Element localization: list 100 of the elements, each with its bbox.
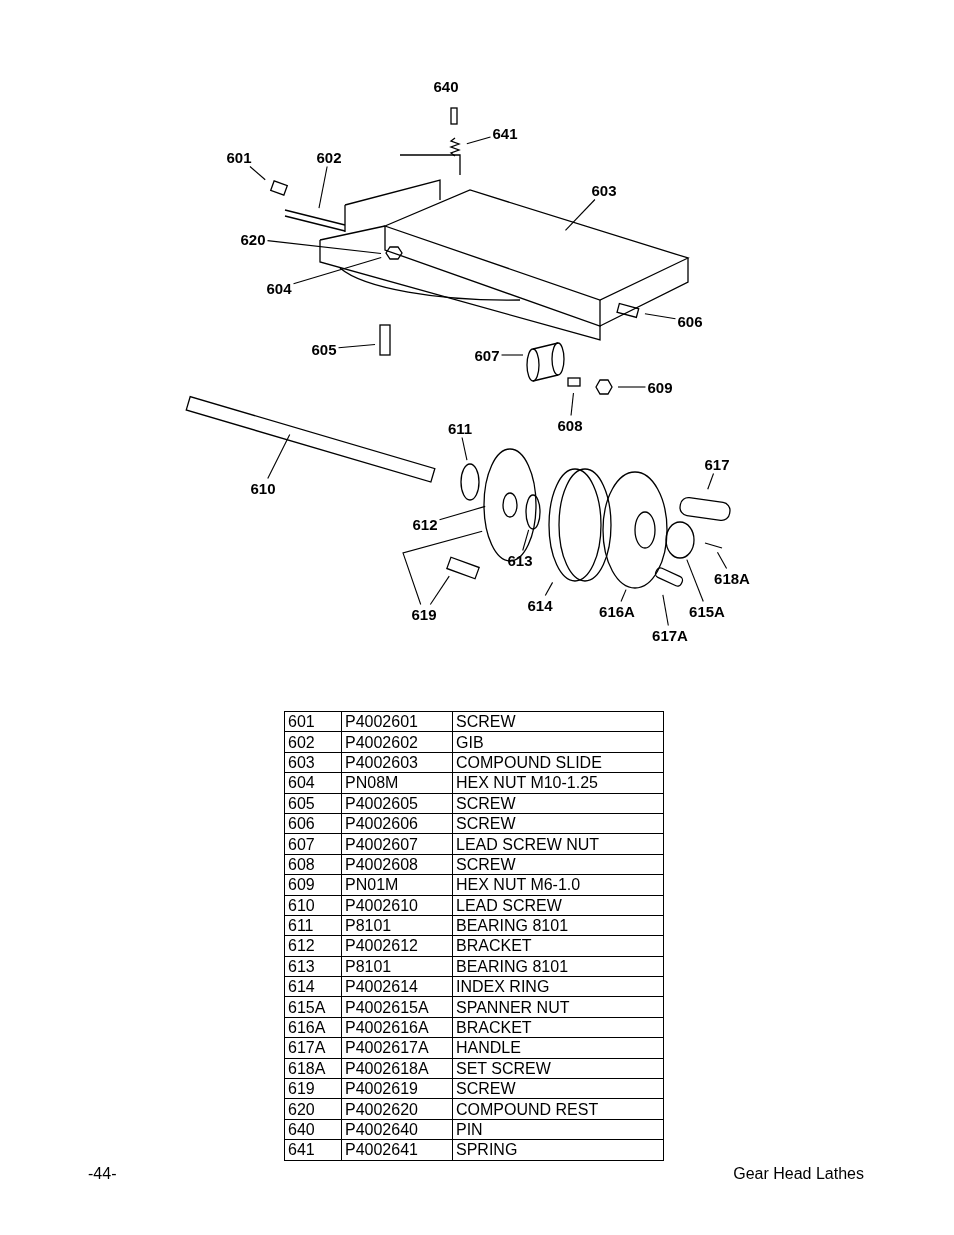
callout-number: 620: [240, 231, 266, 247]
leader-line: [292, 256, 382, 285]
part-description: LEAD SCREW NUT: [452, 833, 664, 855]
leader-line: [564, 198, 596, 231]
part-description: SPRING: [452, 1139, 664, 1161]
part-code: P4002614: [341, 976, 453, 997]
part-code: P4002602: [341, 731, 453, 753]
part-number: 604: [284, 772, 342, 794]
part-description: SET SCREW: [452, 1058, 664, 1079]
part-code: P4002612: [341, 935, 453, 957]
part-number: 608: [284, 854, 342, 875]
callout-number: 619: [411, 606, 437, 622]
part-description: INDEX RING: [452, 976, 664, 997]
leader-line: [249, 165, 266, 181]
page-number: -44-: [88, 1165, 117, 1183]
part-number: 605: [284, 793, 342, 814]
part-code: P4002608: [341, 854, 453, 875]
callout-number: 617A: [652, 627, 688, 643]
callout-number: 606: [677, 313, 703, 329]
part-code: P4002607: [341, 833, 453, 855]
part-number: 618A: [284, 1058, 342, 1079]
part-description: BRACKET: [452, 935, 664, 957]
leader-line: [644, 313, 677, 320]
callout-number: 605: [311, 341, 337, 357]
leader-line: [500, 354, 524, 356]
part-code: P4002605: [341, 793, 453, 814]
part-number: 613: [284, 956, 342, 977]
part-code: P4002619: [341, 1078, 453, 1099]
part-number: 641: [284, 1139, 342, 1161]
part-code: P4002603: [341, 752, 453, 773]
leader-line: [617, 386, 647, 388]
part-description: SCREW: [452, 854, 664, 875]
part-code: P4002601: [341, 711, 453, 732]
part-number: 601: [284, 711, 342, 732]
part-code: P4002620: [341, 1098, 453, 1120]
part-number: 614: [284, 976, 342, 997]
callout-number: 611: [447, 420, 473, 436]
part-number: 640: [284, 1119, 342, 1140]
part-number: 603: [284, 752, 342, 773]
leader-line: [337, 343, 376, 349]
part-number: 615A: [284, 996, 342, 1018]
part-code: P4002610: [341, 895, 453, 916]
part-description: COMPOUND REST: [452, 1098, 664, 1120]
part-description: COMPOUND SLIDE: [452, 752, 664, 773]
part-code: PN01M: [341, 874, 453, 895]
part-description: BEARING 8101: [452, 956, 664, 977]
leader-line: [429, 575, 450, 606]
callout-number: 601: [226, 149, 252, 165]
part-description: HANDLE: [452, 1037, 664, 1059]
part-description: SCREW: [452, 793, 664, 814]
part-description: SCREW: [452, 813, 664, 834]
leader-line: [438, 505, 486, 521]
callout-number: 617: [704, 456, 730, 472]
callout-number: 607: [474, 347, 500, 363]
part-description: SPANNER NUT: [452, 996, 664, 1018]
leader-line: [402, 530, 483, 606]
part-code: P4002618A: [341, 1058, 453, 1079]
callout-number: 604: [266, 280, 292, 296]
leader-line: [716, 551, 728, 570]
part-code: P4002640: [341, 1119, 453, 1140]
part-code: PN08M: [341, 772, 453, 794]
part-number: 606: [284, 813, 342, 834]
callout-number: 618A: [714, 570, 750, 586]
part-number: 602: [284, 731, 342, 753]
part-code: P4002615A: [341, 996, 453, 1018]
callout-number: 609: [647, 379, 673, 395]
part-code: P4002606: [341, 813, 453, 834]
part-description: PIN: [452, 1119, 664, 1140]
callout-number: 641: [492, 125, 518, 141]
leader-line: [707, 472, 715, 490]
leader-line: [662, 594, 669, 627]
part-number: 610: [284, 895, 342, 916]
leader-line: [570, 392, 574, 417]
callout-number: 603: [591, 182, 617, 198]
part-code: P4002616A: [341, 1017, 453, 1038]
leader-line: [466, 136, 492, 145]
callout-number: 608: [557, 417, 583, 433]
part-description: BRACKET: [452, 1017, 664, 1038]
part-description: GIB: [452, 731, 664, 753]
part-number: 609: [284, 874, 342, 895]
part-number: 619: [284, 1078, 342, 1099]
leader-line: [620, 589, 627, 603]
part-code: P4002641: [341, 1139, 453, 1161]
leader-line: [266, 240, 382, 254]
callout-number: 614: [527, 597, 553, 613]
leader-line: [686, 559, 704, 603]
part-number: 620: [284, 1098, 342, 1120]
part-number: 616A: [284, 1017, 342, 1038]
leader-line: [461, 436, 468, 461]
part-number: 607: [284, 833, 342, 855]
part-description: LEAD SCREW: [452, 895, 664, 916]
leader-line: [267, 433, 291, 480]
footer-title: Gear Head Lathes: [733, 1165, 864, 1183]
callout-number: 616A: [599, 603, 635, 619]
callout-number: 602: [316, 149, 342, 165]
leader-line: [522, 529, 530, 552]
part-description: BEARING 8101: [452, 915, 664, 936]
callout-number: 610: [250, 480, 276, 496]
leader-line: [318, 165, 328, 209]
part-number: 617A: [284, 1037, 342, 1059]
